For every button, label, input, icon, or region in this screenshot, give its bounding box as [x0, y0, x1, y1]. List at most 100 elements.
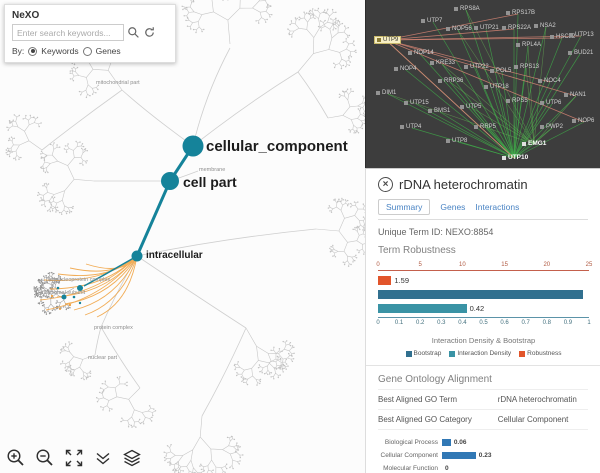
network-node-utp8[interactable]: UTP8	[446, 138, 467, 144]
network-node-rps13[interactable]: RPS13	[514, 64, 539, 70]
network-node-utp13[interactable]: UTP13	[569, 32, 594, 38]
node-label: DIM1	[382, 90, 397, 96]
network-node-nop56[interactable]: NOP56	[446, 26, 472, 32]
network-node-bud21[interactable]: BUD21	[568, 50, 593, 56]
network-node-utp7[interactable]: UTP7	[421, 18, 442, 24]
branch-label-nuclear-part[interactable]: nuclear part	[88, 355, 118, 361]
by-label: By:	[12, 46, 25, 56]
network-node-bms1[interactable]: BMS1	[428, 108, 450, 114]
node-marker	[430, 61, 434, 65]
node-label: UTP8	[452, 138, 468, 144]
node-label: BUD21	[574, 50, 594, 56]
network-node-nop14[interactable]: NOP14	[408, 50, 434, 56]
unique-term-id: Unique Term ID: NEXO:8854	[378, 227, 494, 237]
node-label: EMG1	[528, 140, 547, 147]
term-title: rDNA heterochromatin	[399, 177, 528, 192]
network-node-utp4[interactable]: UTP4	[400, 124, 421, 130]
network-node-rps5[interactable]: RPS5	[506, 98, 528, 104]
network-node-rrp36[interactable]: RRP36	[438, 78, 463, 84]
tab-genes[interactable]: Genes	[440, 202, 466, 212]
network-node-utp10[interactable]: UTP10	[502, 154, 528, 161]
node-marker	[474, 26, 478, 30]
term-detail-panel: × rDNA heterochromatin Summary Genes Int…	[365, 168, 600, 473]
network-node-pwp2[interactable]: PWP2	[540, 124, 563, 130]
node-marker	[474, 125, 478, 129]
tab-summary[interactable]: Summary	[378, 199, 431, 215]
network-node-pol5[interactable]: POL5	[490, 68, 511, 74]
zoom-in-button[interactable]	[6, 448, 26, 468]
node-label: PWP2	[546, 124, 564, 130]
node-label: RRP36	[444, 78, 464, 84]
node-label-intracellular[interactable]: intracellular	[146, 250, 203, 261]
node-label: RPS17B	[512, 10, 536, 16]
fit-to-screen-button[interactable]	[64, 448, 84, 468]
network-node-dim1[interactable]: DIM1	[376, 90, 396, 96]
node-marker	[454, 7, 458, 11]
layers-button[interactable]	[122, 448, 142, 468]
network-node-emg1[interactable]: EMG1	[522, 140, 546, 147]
network-node-utp22[interactable]: UTP22	[464, 64, 489, 70]
node-label: RPS5	[512, 98, 528, 104]
network-node-nop6[interactable]: NOP6	[572, 118, 594, 124]
branch-label-ribonucleoprotein-complex[interactable]: ribonucleoprotein complex	[46, 277, 111, 283]
radio-genes-label[interactable]: Genes	[95, 46, 121, 56]
row-label: Best Aligned GO Term	[378, 395, 457, 404]
go-alignment-table: Best Aligned GO Term rDNA heterochromati…	[378, 389, 588, 430]
node-label-cell-part[interactable]: cell part	[183, 174, 237, 190]
network-node-hsc82[interactable]: HSC82	[550, 34, 575, 40]
network-node-rps17b[interactable]: RPS17B	[506, 10, 535, 16]
network-node-utp15[interactable]: UTP15	[404, 100, 429, 106]
tab-interactions[interactable]: Interactions	[475, 202, 520, 212]
network-node-rrp5[interactable]: RRP5	[474, 124, 496, 130]
subnetwork-edges	[385, 9, 585, 159]
radio-keywords[interactable]	[28, 46, 38, 56]
network-node-utp5[interactable]: UTP5	[460, 104, 481, 110]
node-marker	[569, 33, 573, 37]
ontology-canvas[interactable]: cellular_component cell part intracellul…	[0, 0, 365, 473]
network-node-rps8a[interactable]: RPS8A	[454, 6, 480, 12]
node-label-cellular-component[interactable]: cellular_component	[206, 138, 348, 155]
node-marker	[376, 91, 380, 95]
branch-label-ribosomal-subunit[interactable]: ribosomal subunit	[42, 290, 86, 296]
collapse-button[interactable]	[93, 448, 113, 468]
network-node-rps22a[interactable]: RPS22A	[502, 25, 531, 31]
zoom-out-button[interactable]	[35, 448, 55, 468]
branch-label-membrane[interactable]: membrane	[199, 167, 226, 173]
node-label: BMS1	[434, 108, 451, 114]
search-icon[interactable]	[127, 26, 140, 39]
robustness-bar-robustness: 1.59	[378, 275, 589, 285]
radio-genes[interactable]	[82, 46, 92, 56]
branch-label-mitochondrial-part[interactable]: mitochondrial part	[96, 80, 140, 86]
node-marker	[534, 24, 538, 28]
node-marker	[438, 79, 442, 83]
network-node-rpl4a[interactable]: RPL4A	[516, 42, 541, 48]
node-marker	[538, 79, 542, 83]
network-node-nan1[interactable]: NAN1	[564, 92, 586, 98]
network-node-utp21[interactable]: UTP21	[474, 25, 499, 31]
reset-icon[interactable]	[143, 26, 156, 39]
close-icon[interactable]: ×	[378, 177, 393, 192]
node-marker	[446, 27, 450, 31]
network-node-kre33[interactable]: KRE33	[430, 60, 455, 66]
go-alignment-section-title: Gene Ontology Alignment	[378, 374, 492, 385]
node-marker	[404, 101, 408, 105]
node-label: NAN1	[570, 92, 587, 98]
network-node-nop4[interactable]: NOP4	[394, 66, 416, 72]
legend-item: Bootstrap	[405, 350, 441, 357]
network-node-nsa2[interactable]: NSA2	[534, 23, 556, 29]
node-label: POL5	[496, 68, 512, 74]
legend-item: Robustness	[519, 350, 562, 357]
network-node-noc4[interactable]: NOC4	[538, 78, 561, 84]
network-node-utp6[interactable]: UTP6	[540, 100, 561, 106]
network-node-utp9[interactable]: UTP9	[374, 36, 402, 44]
search-input[interactable]	[12, 24, 124, 41]
radio-keywords-label[interactable]: Keywords	[41, 46, 79, 56]
branch-label-protein-complex[interactable]: protein complex	[94, 325, 133, 331]
network-node-utp18[interactable]: UTP18	[484, 84, 509, 90]
